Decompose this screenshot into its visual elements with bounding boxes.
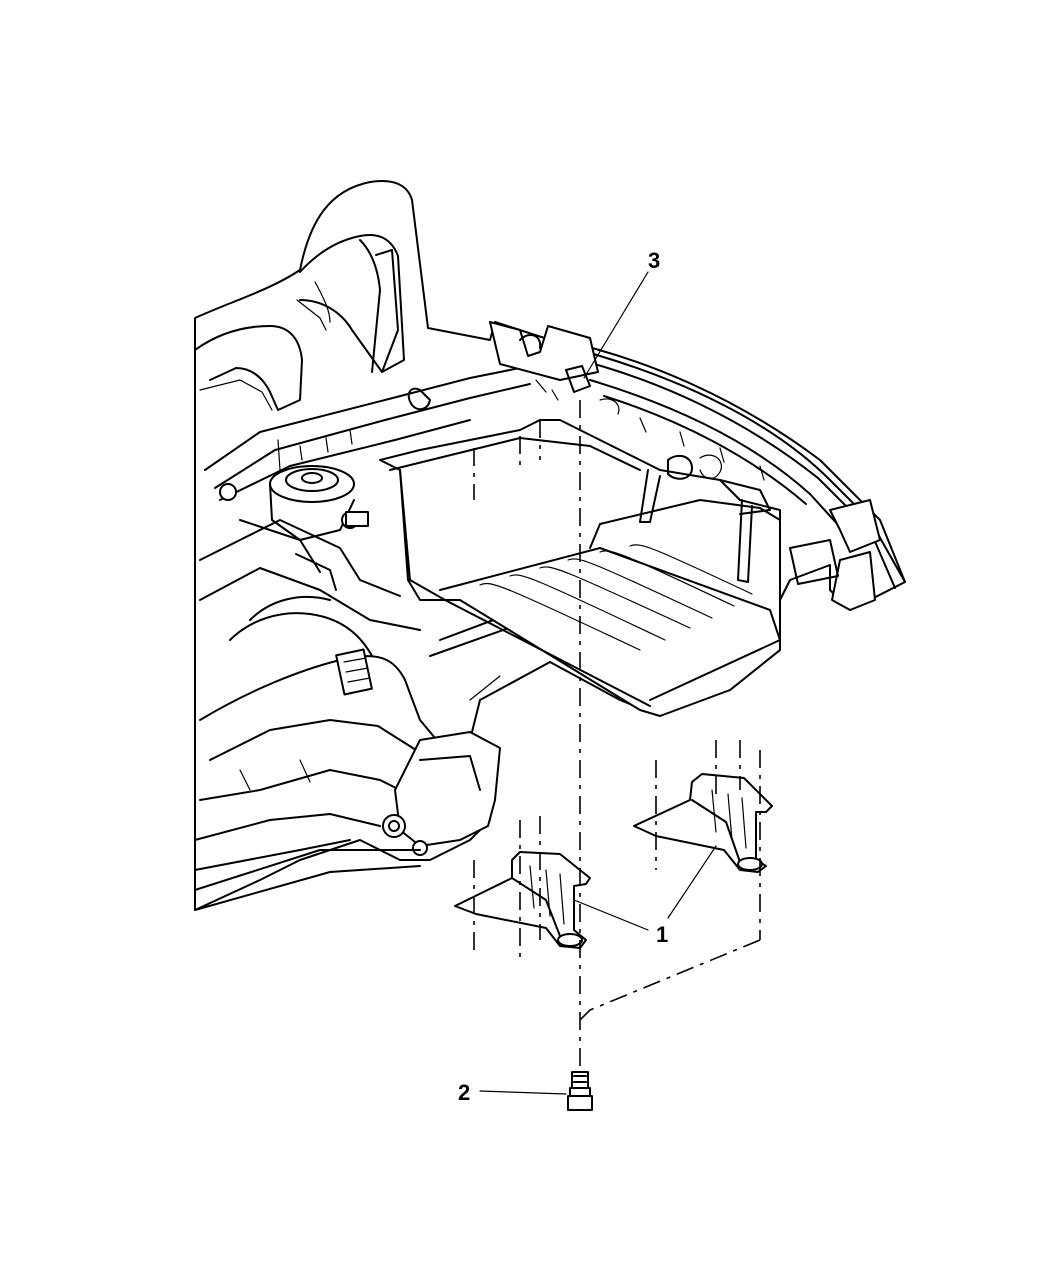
rear-body-panel <box>559 339 906 611</box>
callout-label-1: 1 <box>656 922 668 947</box>
bracket-left <box>454 851 591 949</box>
trunk-storage-tub <box>379 419 781 717</box>
assembly-locator-lines <box>473 400 761 1070</box>
callout-label-2: 2 <box>458 1080 470 1105</box>
callout-label-3: 3 <box>648 248 660 273</box>
callout-leaders <box>479 271 717 1095</box>
upper-flange <box>489 321 599 401</box>
bolt <box>567 1071 593 1111</box>
callout-labels: 1 2 3 <box>458 248 668 1105</box>
bracket-right <box>633 773 773 873</box>
